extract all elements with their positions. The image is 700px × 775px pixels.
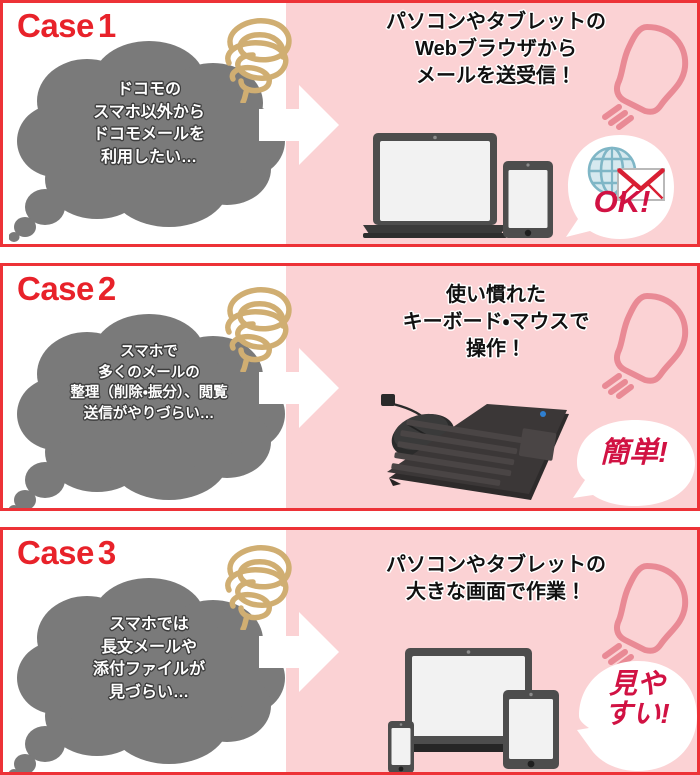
case-label-word-1: Case [17, 7, 94, 44]
case-label-number-3: 3 [97, 534, 116, 571]
thought-cloud-2: スマホで 多くのメールの 整理（削除・振分）、閲覧 送信がやりづらい… [8, 302, 289, 508]
solution-text-3: パソコンやタブレットの 大きな画面で作業！ [386, 554, 606, 604]
speech-balloon-2 [573, 420, 695, 506]
problem-text-3: スマホでは 長文メールや 添付ファイルが 見づらい… [92, 616, 205, 702]
solution-text-1: パソコンやタブレットの Webブラウザから メールを送受信！ [386, 11, 606, 88]
thought-cloud-1: ドコモの スマホ以外から ドコモメールを 利用したい… [8, 29, 289, 244]
right-arrow-icon [259, 85, 339, 165]
speech-balloon-3 [577, 661, 697, 771]
keyboard-and-mouse-icon [381, 394, 569, 500]
case-label-number-2: 2 [97, 270, 116, 307]
laptop-tablet-and-phone-icon [388, 648, 559, 772]
badge-text-3: 見や すい! [604, 668, 670, 729]
problem-text-2: スマホで 多くのメールの 整理（削除・振分）、閲覧 送信がやりづらい… [70, 344, 228, 422]
laptop-and-tablet-icon [363, 133, 553, 238]
thought-cloud-icon [8, 41, 285, 242]
problem-text-1: ドコモの スマホ以外から ドコモメールを 利用したい… [92, 81, 205, 167]
thought-cloud-icon [8, 314, 285, 508]
thought-cloud-icon [8, 578, 285, 772]
case-label-word-2: Case [17, 270, 94, 307]
right-arrow-icon [259, 612, 339, 692]
right-arrow-icon [259, 348, 339, 428]
thought-cloud-3: スマホでは 長文メールや 添付ファイルが 見づらい… [8, 566, 289, 772]
solution-text-2: 使い慣れた キーボード・マウスで 操作！ [402, 284, 590, 361]
case-label-number-1: 1 [97, 7, 116, 44]
badge-text-2: 簡単! [600, 437, 668, 469]
badge-text-1: OK! [593, 184, 651, 219]
globe-and-envelope-badge [566, 135, 674, 239]
case-label-word-3: Case [17, 534, 94, 571]
